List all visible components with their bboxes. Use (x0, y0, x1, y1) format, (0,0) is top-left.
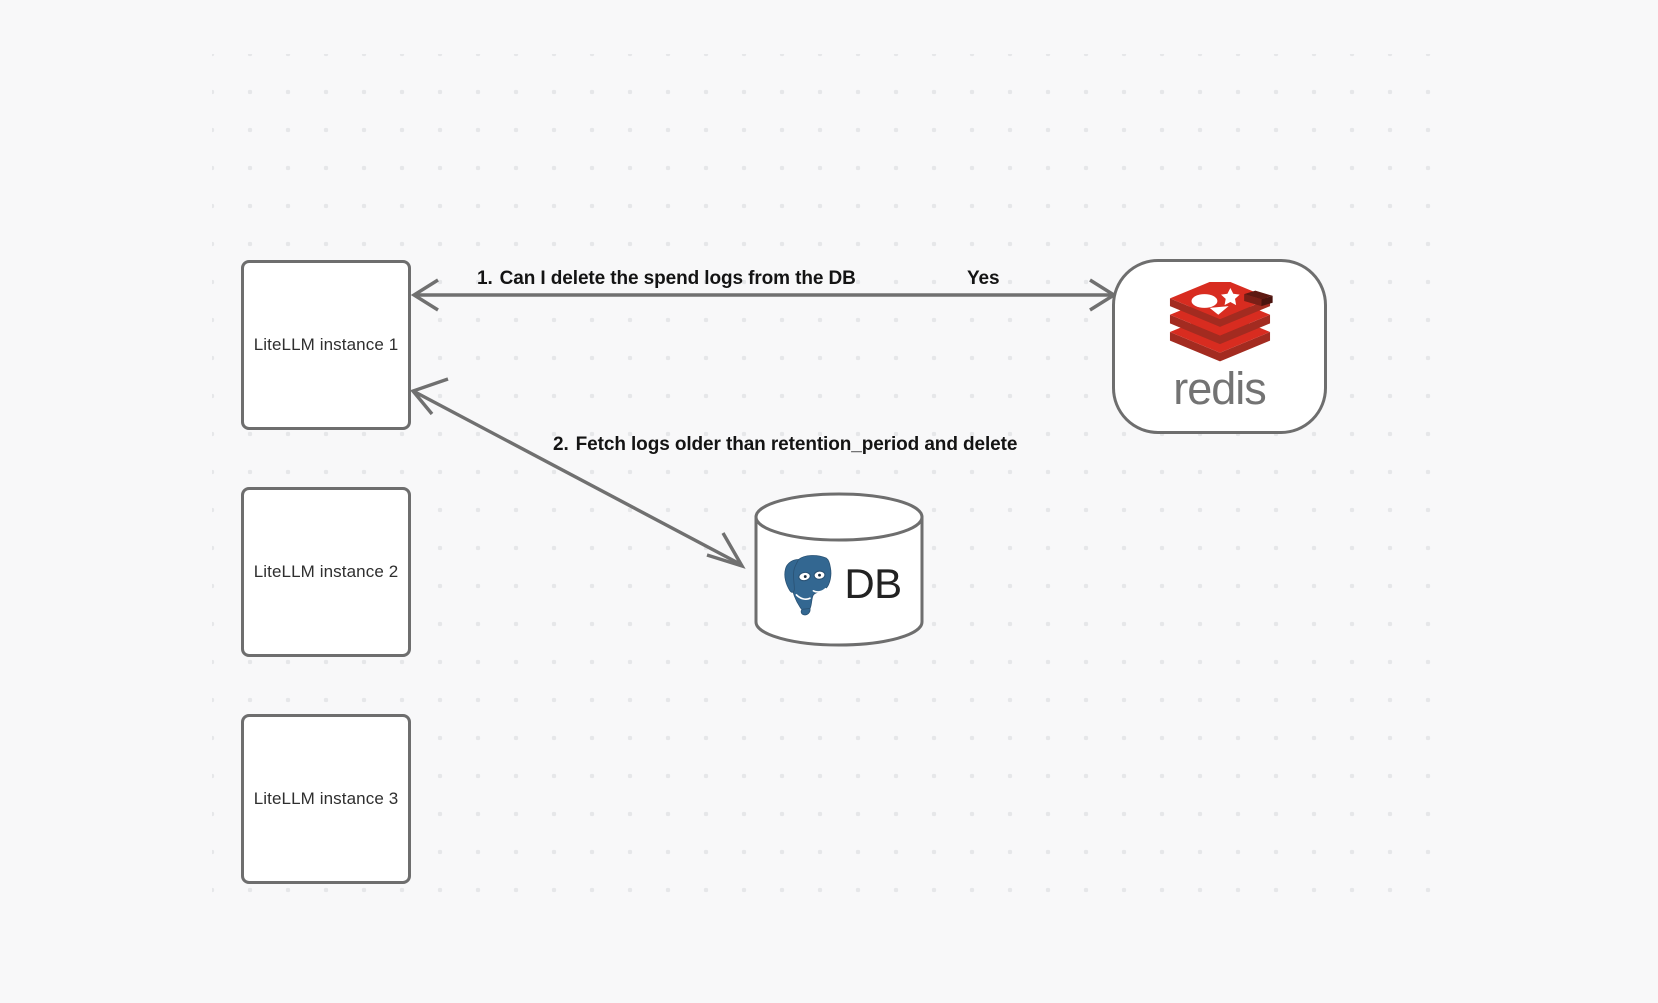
edge-litellm1-to-db (410, 377, 746, 569)
node-redis[interactable]: redis (1112, 259, 1327, 434)
edge-label-2-text: Fetch logs older than retention_period a… (575, 434, 1018, 455)
postgresql-elephant-icon (782, 552, 838, 617)
redis-wordmark-label: redis (1173, 363, 1267, 414)
node-litellm-instance-3-label: LiteLLM instance 3 (253, 789, 399, 808)
database-label: DB (844, 559, 902, 607)
node-litellm-instance-2-label: LiteLLM instance 2 (253, 562, 399, 581)
redis-logo-icon (1169, 282, 1273, 362)
edge-label-1-reply: Yes (967, 268, 1000, 289)
edge-label-2: 2. Fetch logs older than retention_period… (553, 434, 1017, 456)
edge-label-1-number: 1. (477, 268, 493, 289)
cylinder-shape (754, 492, 924, 647)
edge-label-2-number: 2. (553, 434, 569, 455)
edge-label-1: 1. Can I delete the spend logs from the D… (477, 268, 856, 290)
node-litellm-instance-3[interactable]: LiteLLM instance 3 (241, 714, 411, 884)
edge-label-1-text: Can I delete the spend logs from the DB (499, 268, 856, 289)
node-litellm-instance-2[interactable]: LiteLLM instance 2 (241, 487, 411, 657)
node-litellm-instance-1-label: LiteLLM instance 1 (253, 335, 399, 354)
node-database[interactable]: DB (753, 492, 925, 647)
node-litellm-instance-1[interactable]: LiteLLM instance 1 (241, 260, 411, 430)
